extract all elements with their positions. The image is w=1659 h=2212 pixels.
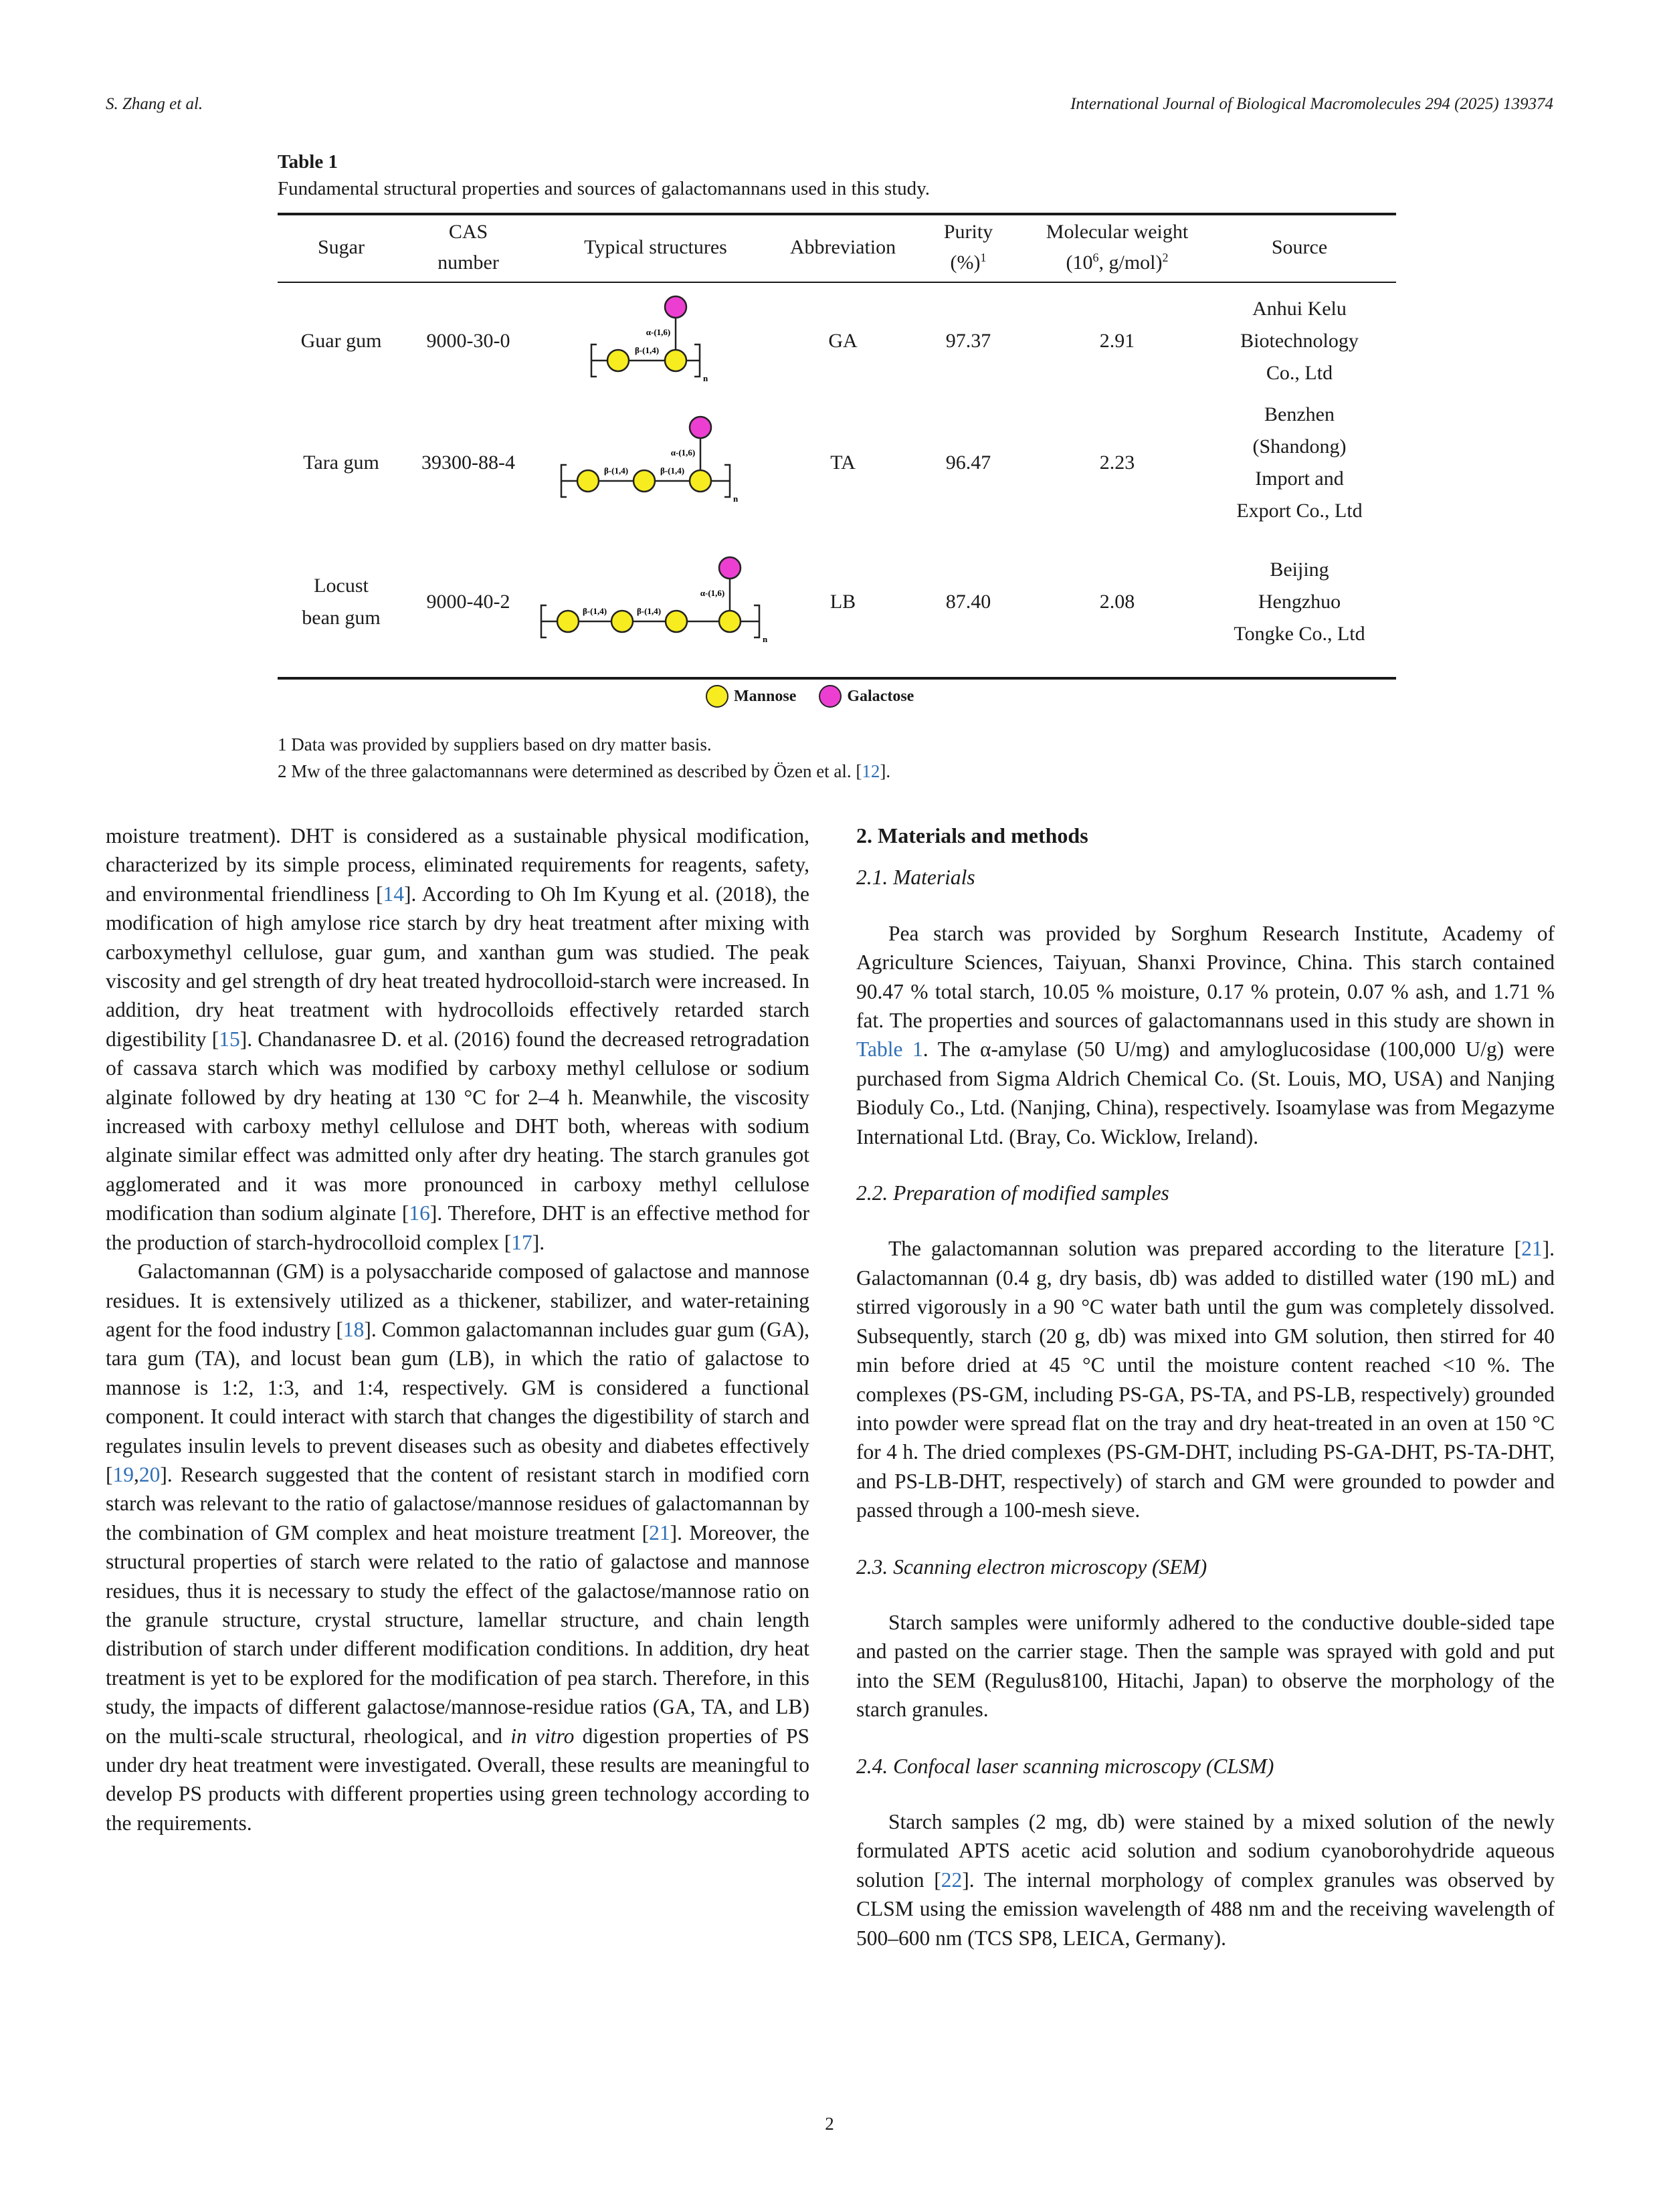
row1-abbreviation: GA — [828, 330, 858, 352]
row3-abbreviation: LB — [830, 591, 856, 613]
guar-gum-structure-diagram: β-(1,4) α-(1,6) n — [590, 295, 708, 383]
legend-item-galactose: Galactose — [819, 685, 914, 708]
citation-link[interactable]: 15 — [219, 1027, 240, 1051]
table-footnote-2: 2 Mw of the three galactomannans were de… — [278, 761, 891, 781]
table-label: Table 1 — [278, 151, 338, 173]
table-bottom-rule — [278, 677, 1396, 680]
bond-label: β-(1,4) — [583, 606, 607, 616]
col-header-sugar: Sugar — [318, 236, 365, 258]
col-header-structures: Typical structures — [584, 236, 727, 258]
mannose-legend-icon — [706, 685, 728, 708]
paragraph: The galactomannan solution was prepared … — [856, 1237, 1555, 1522]
row2-purity: 96.47 — [945, 451, 991, 474]
col-header-source: Source — [1271, 236, 1328, 258]
galactose-unit-icon — [664, 295, 688, 319]
mannose-unit-icon — [664, 348, 688, 373]
running-header-authors: S. Zhang et al. — [106, 95, 203, 113]
row2-sugar: Tara gum — [303, 451, 379, 474]
subsection-heading: 2.4. Confocal laser scanning microscopy … — [856, 1754, 1274, 1778]
row3-purity: 87.40 — [945, 591, 991, 613]
structure-legend: Mannose Galactose — [706, 685, 937, 708]
table-link[interactable]: Table 1 — [856, 1037, 923, 1062]
paragraph: Starch samples were uniformly adhered to… — [856, 1610, 1555, 1722]
mannose-unit-icon — [606, 348, 630, 373]
left-column-body: moisture treatment). DHT is considered a… — [106, 821, 809, 1837]
row2-cas: 39300-88-4 — [421, 451, 515, 474]
bond-label: β-(1,4) — [660, 466, 684, 476]
repeat-subscript: n — [733, 494, 739, 504]
row3-cas: 9000-40-2 — [426, 591, 510, 613]
locust-bean-gum-structure-diagram: β-(1,4) β-(1,4) α-(1,6) n — [540, 556, 768, 644]
row1-source: Anhui Kelu Biotechnology Co., Ltd — [1240, 298, 1359, 384]
right-column-body: 2. Materials and methods 2.1. Materials … — [856, 821, 1555, 1952]
bond-label: β-(1,4) — [604, 466, 628, 476]
paragraph: Starch samples (2 mg, db) were stained b… — [856, 1809, 1555, 1950]
section-heading: 2. Materials and methods — [856, 823, 1088, 847]
row3-sugar: Locust bean gum — [302, 575, 381, 629]
row1-mw: 2.91 — [1099, 330, 1135, 352]
bond-label: β-(1,4) — [635, 345, 659, 355]
table-top-rule — [278, 213, 1396, 215]
col-header-purity: Purity (%)1 — [943, 221, 993, 274]
col-header-cas: CAS number — [437, 221, 499, 274]
page-number: 2 — [825, 2114, 834, 2134]
mannose-unit-icon — [688, 469, 712, 493]
repeat-subscript: n — [703, 373, 708, 383]
row1-cas: 9000-30-0 — [426, 330, 510, 352]
galactose-unit-icon — [688, 415, 712, 439]
table-footnote-1: 1 Data was provided by suppliers based o… — [278, 734, 712, 755]
bond-label: β-(1,4) — [637, 606, 661, 616]
bond-label: α-(1,6) — [671, 447, 696, 458]
galactose-unit-icon — [718, 556, 742, 580]
mannose-unit-icon — [576, 469, 600, 493]
repeat-subscript: n — [763, 634, 768, 644]
legend-item-mannose: Mannose — [706, 685, 796, 708]
bond-label: α-(1,6) — [646, 327, 671, 337]
citation-link[interactable]: 18 — [343, 1317, 365, 1341]
col-header-molecular-weight: Molecular weight (106, g/mol)2 — [1046, 221, 1189, 274]
table-header-rule — [278, 282, 1396, 283]
col-header-abbreviation: Abbreviation — [789, 236, 896, 258]
row2-abbreviation: TA — [830, 451, 856, 474]
citation-link[interactable]: 14 — [383, 882, 405, 906]
subsection-heading: 2.2. Preparation of modified samples — [856, 1181, 1169, 1205]
galactose-legend-icon — [819, 685, 842, 708]
row2-mw: 2.23 — [1099, 451, 1135, 474]
paragraph: Galactomannan (GM) is a polysaccharide c… — [106, 1260, 810, 1835]
citation-link[interactable]: 21 — [649, 1520, 670, 1544]
citation-link[interactable]: 17 — [511, 1230, 532, 1254]
tara-gum-structure-diagram: β-(1,4) β-(1,4) α-(1,6) n — [560, 415, 739, 504]
row1-purity: 97.37 — [945, 330, 991, 352]
subsection-heading: 2.1. Materials — [856, 866, 975, 890]
citation-link[interactable]: 21 — [1521, 1237, 1543, 1261]
paragraph: moisture treatment). DHT is considered a… — [106, 824, 809, 1254]
bond-label: α-(1,6) — [700, 588, 725, 598]
citation-link[interactable]: 20 — [138, 1462, 161, 1486]
row3-mw: 2.08 — [1099, 591, 1135, 613]
paragraph: Pea starch was provided by Sorghum Resea… — [856, 921, 1555, 1148]
citation-link[interactable]: 22 — [941, 1868, 963, 1892]
citation-link[interactable]: 16 — [409, 1201, 430, 1225]
citation-link[interactable]: 12 — [862, 761, 880, 781]
table-caption: Fundamental structural properties and so… — [278, 178, 931, 199]
running-header-journal: International Journal of Biological Macr… — [1070, 95, 1553, 113]
subsection-heading: 2.3. Scanning electron microscopy (SEM) — [856, 1554, 1207, 1579]
mannose-unit-icon — [610, 609, 634, 633]
row1-sugar: Guar gum — [300, 330, 382, 352]
citation-link[interactable]: 19 — [112, 1462, 134, 1486]
mannose-unit-icon — [664, 609, 688, 633]
mannose-unit-icon — [632, 469, 656, 493]
row2-source: Benzhen (Shandong) Import and Export Co.… — [1236, 403, 1363, 522]
row3-source: Beijing Hengzhuo Tongke Co., Ltd — [1234, 559, 1365, 645]
mannose-unit-icon — [718, 609, 742, 633]
mannose-unit-icon — [556, 609, 580, 633]
